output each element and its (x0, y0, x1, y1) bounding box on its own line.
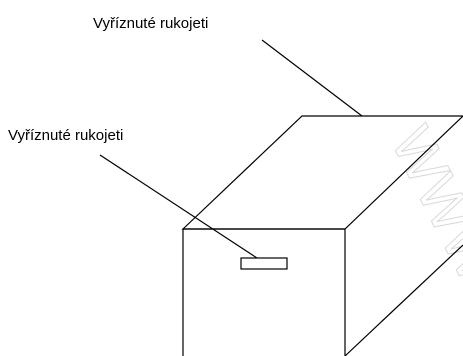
box-front-face (182, 228, 346, 356)
top-label-leader (261, 39, 363, 117)
watermark: WWW (378, 116, 463, 293)
handle-cutout (240, 257, 288, 270)
side-handle-label: Vyříznuté rukojeti (8, 127, 123, 144)
watermark-text: WWW (378, 116, 463, 292)
side-label-leader (99, 154, 258, 259)
box-side-edge (344, 244, 463, 356)
top-handle-label: Vyříznuté rukojeti (93, 15, 208, 32)
box-top-face (181, 115, 463, 230)
